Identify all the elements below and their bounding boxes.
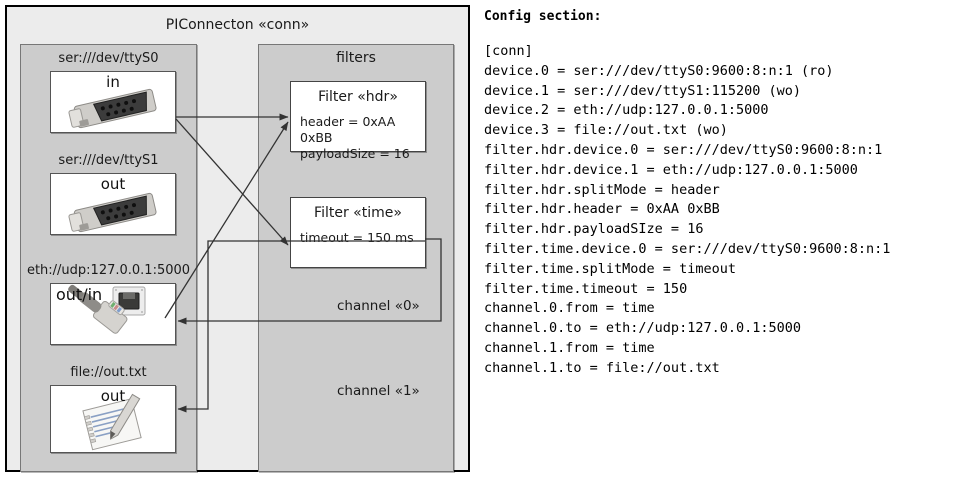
config-line: filter.hdr.splitMode = header bbox=[484, 181, 720, 198]
device-direction-eth: out/in bbox=[56, 285, 103, 304]
diagram-title: PIConnecton «conn» bbox=[165, 17, 310, 33]
config-line: filter.time.splitMode = timeout bbox=[484, 260, 736, 277]
device-label-ttys0: ser:///dev/ttyS0 bbox=[58, 51, 159, 66]
config-line: [conn] bbox=[484, 43, 533, 59]
config-line: device.1 = ser:///dev/ttyS1:115200 (wo) bbox=[484, 82, 801, 99]
channel-label-1: channel «1» bbox=[337, 383, 420, 399]
device-label-file: file://out.txt bbox=[70, 365, 147, 380]
filter-prop: payloadSize = 16 bbox=[300, 146, 410, 161]
config-line: filter.hdr.device.0 = ser:///dev/ttyS0:9… bbox=[484, 141, 883, 158]
config-line: channel.0.to = eth://udp:127.0.0.1:5000 bbox=[484, 320, 801, 337]
devices-panel: ser:///dev/ttyS0 in ser: bbox=[20, 44, 197, 472]
device-box-ttys0[interactable]: in bbox=[50, 71, 176, 133]
device-label-ttys1: ser:///dev/ttyS1 bbox=[58, 153, 159, 168]
serial-port-icon bbox=[68, 88, 157, 129]
config-line: filter.hdr.payloadSIze = 16 bbox=[484, 221, 704, 238]
config-line: device.0 = ser:///dev/ttyS0:9600:8:n:1 (… bbox=[484, 62, 834, 79]
filters-panel: filters Filter «hdr» header = 0xAA 0xBB … bbox=[258, 44, 454, 472]
filter-title-hdr: Filter «hdr» bbox=[318, 89, 398, 105]
config-line: filter.time.device.0 = ser:///dev/ttyS0:… bbox=[484, 240, 891, 257]
text-file-icon bbox=[82, 393, 142, 451]
device-direction-file: out bbox=[100, 387, 126, 405]
device-direction-ttys1: out bbox=[100, 175, 126, 193]
config-lines: [conn] device.0 = ser:///dev/ttyS0:9600:8… bbox=[484, 42, 890, 379]
filter-prop: timeout = 150 ms bbox=[300, 230, 414, 245]
filters-panel-title: filters bbox=[336, 50, 376, 66]
filter-box-hdr[interactable]: Filter «hdr» header = 0xAA 0xBB payloadS… bbox=[290, 81, 426, 161]
ethernet-icon bbox=[68, 284, 146, 334]
config-line: device.3 = file://out.txt (wo) bbox=[484, 122, 728, 139]
device-box-file[interactable]: out bbox=[50, 385, 176, 453]
config-line: channel.1.to = file://out.txt bbox=[484, 359, 720, 376]
filter-props-time: timeout = 150 ms bbox=[300, 230, 414, 246]
config-line: filter.hdr.header = 0xAA 0xBB bbox=[484, 201, 720, 218]
device-box-eth[interactable]: out/in bbox=[50, 283, 176, 345]
config-section: Config section: [conn] device.0 = ser:///… bbox=[482, 0, 964, 484]
filter-prop: header = 0xAA 0xBB bbox=[300, 114, 396, 145]
config-line: filter.hdr.device.1 = eth://udp:127.0.0.… bbox=[484, 161, 858, 178]
config-line: filter.time.timeout = 150 bbox=[484, 280, 688, 297]
config-line: channel.1.from = time bbox=[484, 339, 655, 356]
filter-box-time[interactable]: Filter «time» timeout = 150 ms bbox=[290, 197, 426, 268]
device-direction-ttys0: in bbox=[106, 73, 120, 91]
device-box-ttys1[interactable]: out bbox=[50, 173, 176, 235]
filter-title-time: Filter «time» bbox=[314, 205, 402, 221]
channel-label-0: channel «0» bbox=[337, 298, 420, 314]
config-line: channel.0.from = time bbox=[484, 300, 655, 317]
component-diagram: PIConnecton «conn» ser:///dev/ttyS0 in bbox=[5, 5, 470, 472]
serial-port-icon bbox=[68, 192, 157, 233]
filter-props-hdr: header = 0xAA 0xBB payloadSize = 16 bbox=[300, 114, 425, 162]
config-heading: Config section: bbox=[484, 9, 602, 24]
config-line: device.2 = eth://udp:127.0.0.1:5000 bbox=[484, 102, 769, 119]
device-label-eth: eth://udp:127.0.0.1:5000 bbox=[26, 263, 191, 278]
